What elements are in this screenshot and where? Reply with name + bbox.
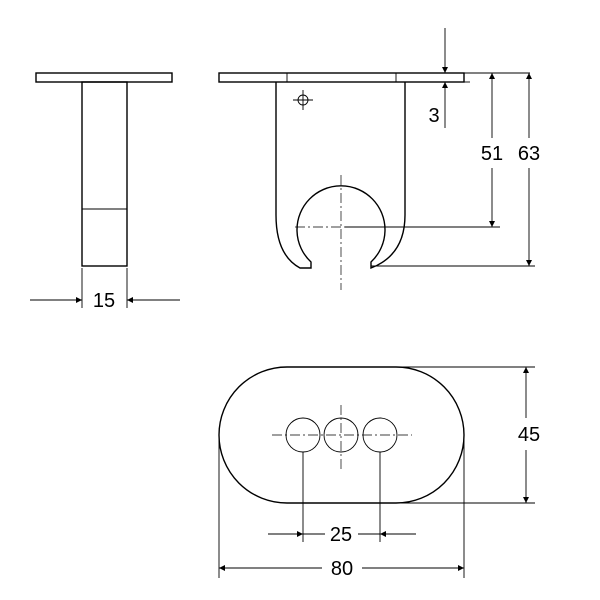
dim-label-hole-height: 51 xyxy=(481,143,503,165)
dimension-hole-spacing: 25 xyxy=(268,524,416,546)
dimension-overall-height: 63 xyxy=(518,73,540,266)
side-view-plate xyxy=(35,72,173,83)
top-view-base-outline xyxy=(218,366,465,504)
dim-label-base-height: 45 xyxy=(518,424,540,446)
side-view-body xyxy=(81,81,128,267)
dim-label-side-width: 15 xyxy=(93,290,115,312)
dimension-hole-height: 51 xyxy=(481,73,503,227)
side-view: 15 xyxy=(30,72,180,312)
dim-label-base-length: 80 xyxy=(331,558,353,580)
dimension-base-height: 45 xyxy=(518,367,540,503)
dim-label-hole-spacing: 25 xyxy=(330,524,352,546)
dimension-base-length: 80 xyxy=(219,558,464,580)
front-view-holder-body xyxy=(275,82,406,270)
top-view: 45 25 80 xyxy=(218,366,540,580)
dim-label-overall-height: 63 xyxy=(518,143,540,165)
front-view: 3 51 63 xyxy=(218,28,540,290)
front-view-plate xyxy=(218,72,465,83)
dimension-plate-thickness: 3 xyxy=(428,28,448,128)
dimension-side-width: 15 xyxy=(30,290,180,312)
dim-label-plate-thickness: 3 xyxy=(428,105,439,127)
